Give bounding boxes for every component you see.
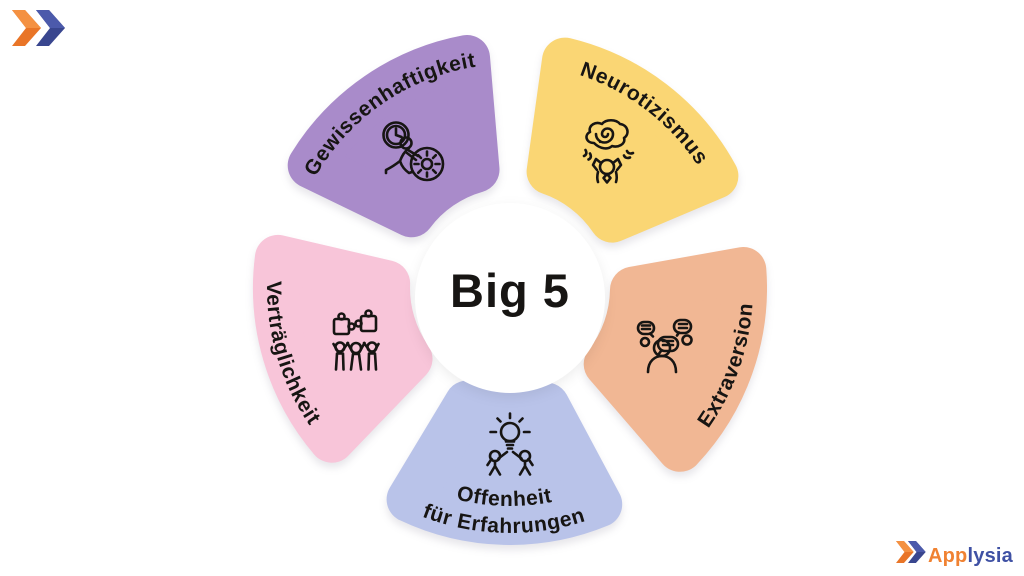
- chevron-orange-highlight: [896, 541, 914, 552]
- petal-shape-extraversion: [583, 247, 767, 472]
- center-white-blob: [415, 203, 605, 393]
- petal-gewissenhaftigkeit: Gewissenhaftigkeit: [287, 35, 500, 238]
- wordmark-lysia: lysia: [967, 545, 1013, 567]
- double-chevron-icon: [896, 541, 926, 563]
- double-chevron-icon: [12, 10, 65, 46]
- wordmark-app: App: [928, 545, 967, 567]
- petal-neurotizismus: Neurotizismus: [526, 37, 739, 243]
- petal-shape-gewissenhaftigkeit: [287, 35, 500, 238]
- petal-shape-offenheit-fuer-erfahrungen: [386, 380, 623, 545]
- person-speech-bubbles-icon: [636, 318, 693, 374]
- center-title: Big 5: [450, 264, 570, 317]
- person-pushing-gear-clock-icon: [382, 121, 445, 182]
- people-puzzle-pieces-icon: [332, 309, 380, 371]
- petal-shape-neurotizismus: [526, 37, 739, 243]
- brand-logo-bottom-right: Applysia: [896, 541, 1014, 567]
- chevron-blue-highlight: [36, 10, 65, 28]
- chevron-orange-highlight: [12, 10, 41, 28]
- stressed-person-spiral-cloud-icon: [582, 118, 635, 184]
- chevron-blue-highlight: [908, 541, 926, 552]
- lightbulb-high-five-icon: [486, 412, 534, 476]
- brand-logo-top-left: [12, 10, 65, 46]
- brand-wordmark: Applysia: [928, 545, 1014, 567]
- petal-extraversion: Extraversion: [583, 247, 767, 472]
- petal-vertraeglichkeit: Verträglichkeit: [253, 234, 433, 463]
